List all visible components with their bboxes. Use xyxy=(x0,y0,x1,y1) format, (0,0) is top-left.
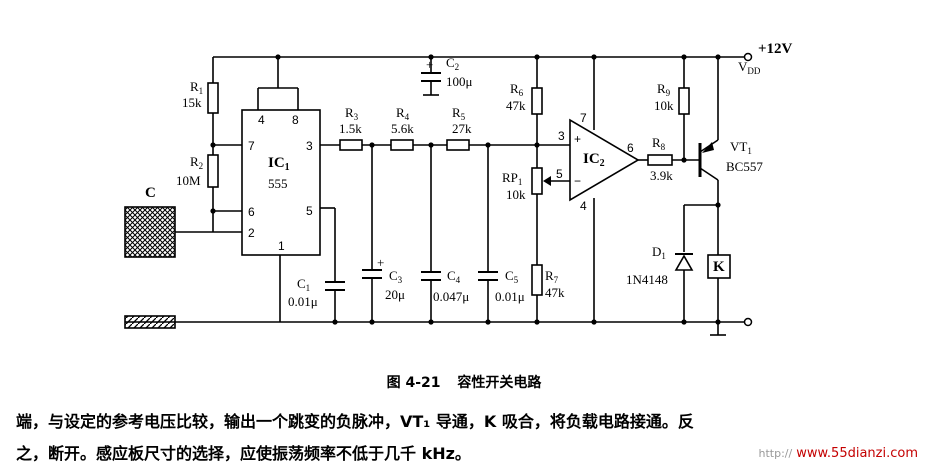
junction-dots xyxy=(210,54,721,325)
ic1-pin-8: 8 xyxy=(292,113,299,127)
ic2-pin-7: 7 xyxy=(580,111,587,125)
ic2-plus: + xyxy=(574,132,581,146)
r1-label: R1 xyxy=(190,79,203,96)
r7-value: 47k xyxy=(545,285,565,300)
r1-resistor xyxy=(207,82,219,114)
c1-label: C1 xyxy=(297,276,310,293)
ic1-pin-1: 1 xyxy=(278,239,285,253)
ic1-pin-6: 6 xyxy=(248,205,255,219)
ic2-pin-6: 6 xyxy=(627,141,634,155)
c1-value: 0.01μ xyxy=(288,294,318,309)
ic1-555-box xyxy=(241,109,321,256)
ic1-part: 555 xyxy=(268,176,288,191)
body-text-line-2: 之，断开。感应板尺寸的选择，应使振荡频率不低于几千 kHz。 xyxy=(16,444,471,463)
d1-part: 1N4148 xyxy=(626,272,668,287)
c3-plus: + xyxy=(377,255,384,270)
r2-resistor xyxy=(207,154,219,188)
capacitors xyxy=(325,72,498,291)
ic2-minus: − xyxy=(574,174,581,188)
vt1-emitter-arrow xyxy=(702,142,714,153)
c2-plus: + xyxy=(426,57,433,72)
r4-value: 5.6k xyxy=(391,121,414,136)
r5-value: 27k xyxy=(452,121,472,136)
c3-value: 20μ xyxy=(385,287,405,302)
ic1-pin-5: 5 xyxy=(306,204,313,218)
body-text-line-1: 端，与设定的参考电压比较，输出一个跳变的负脉冲，VT₁ 导通，K 吸合，将负载电… xyxy=(16,412,694,431)
r2-label: R2 xyxy=(190,154,203,171)
watermark-prefix: http:// xyxy=(758,447,793,460)
ic2-pin-3: 3 xyxy=(558,129,565,143)
r8-resistor xyxy=(647,154,673,166)
c4-label: C4 xyxy=(447,268,461,285)
r3-value: 1.5k xyxy=(339,121,362,136)
ic1-pin-7: 7 xyxy=(248,139,255,153)
r3-label: R3 xyxy=(345,105,359,122)
c2-value: 100μ xyxy=(446,74,473,89)
r6-label: R6 xyxy=(510,81,524,98)
figure-number: 图 4-21 xyxy=(386,375,441,391)
c4-value: 0.047μ xyxy=(433,289,469,304)
sensing-plate xyxy=(124,206,176,258)
r7-resistor xyxy=(531,264,543,296)
ic2-label: IC2 xyxy=(583,151,605,169)
rp1-label: RP1 xyxy=(502,170,522,187)
r2-value: 10M xyxy=(176,173,201,188)
vt1-label: VT1 xyxy=(730,139,752,156)
r7-label: R7 xyxy=(545,268,559,285)
circuit-diagram: C R1 15k R2 10M R3 1.5k R4 5.6k R5 27k R… xyxy=(124,41,793,336)
c2-label: C2 xyxy=(446,55,459,72)
r9-resistor xyxy=(678,87,690,115)
rp1-value: 10k xyxy=(506,187,526,202)
relay-k xyxy=(707,254,731,279)
r9-value: 10k xyxy=(654,98,674,113)
figure-caption: 图 4-21 容性开关电路 xyxy=(0,372,928,392)
rp1-wiper-arrow xyxy=(543,176,551,186)
vdd-label: VDD xyxy=(738,59,761,76)
resistors xyxy=(207,82,690,296)
ic2-pin-4: 4 xyxy=(580,199,587,213)
ic2-opamp-triangle xyxy=(569,118,640,202)
r4-label: R4 xyxy=(396,105,410,122)
r1-value: 15k xyxy=(182,95,202,110)
r6-value: 47k xyxy=(506,98,526,113)
wires xyxy=(125,56,745,336)
plate-label: C xyxy=(145,185,156,201)
rp1-potentiometer xyxy=(531,167,543,195)
d1-label: D1 xyxy=(652,244,666,261)
relay-label: K xyxy=(713,259,725,275)
r3-resistor xyxy=(339,139,363,151)
ic1-pin-3: 3 xyxy=(306,139,313,153)
r9-label: R9 xyxy=(657,81,671,98)
r4-resistor xyxy=(390,139,414,151)
r6-resistor xyxy=(531,87,543,115)
watermark: http://www.55dianzi.com xyxy=(759,446,918,461)
c3-label: C3 xyxy=(389,268,403,285)
ic2-pin-5: 5 xyxy=(556,167,563,181)
watermark-site: www.55dianzi.com xyxy=(796,446,918,461)
ic1-pin-4: 4 xyxy=(258,113,265,127)
r8-label: R8 xyxy=(652,135,666,152)
figure-title: 容性开关电路 xyxy=(457,375,542,391)
labels: C R1 15k R2 10M R3 1.5k R4 5.6k R5 27k R… xyxy=(145,41,793,309)
r8-value: 3.9k xyxy=(650,168,673,183)
ic1-label: IC1 xyxy=(268,155,290,173)
c5-label: C5 xyxy=(505,268,519,285)
supply-voltage: +12V xyxy=(758,41,793,57)
vt1-part: BC557 xyxy=(726,159,763,174)
ground-plate xyxy=(124,315,176,329)
terminals xyxy=(743,52,753,327)
c5-value: 0.01μ xyxy=(495,289,525,304)
r5-label: R5 xyxy=(452,105,466,122)
d1-diode xyxy=(674,254,694,271)
r5-resistor xyxy=(446,139,470,151)
ic1-pin-2: 2 xyxy=(248,226,255,240)
